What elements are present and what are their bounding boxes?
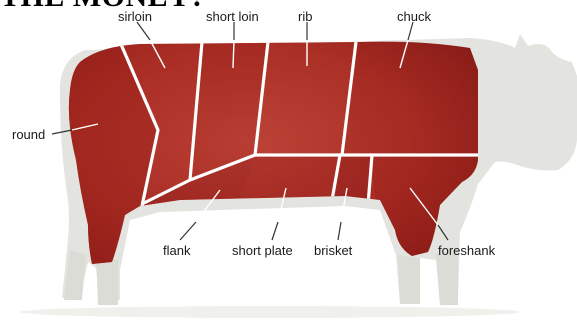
label-chuck: chuck <box>397 10 431 23</box>
label-flank: flank <box>163 244 190 257</box>
label-short-plate: short plate <box>232 244 293 257</box>
label-foreshank: foreshank <box>438 244 495 257</box>
label-short-loin: short loin <box>206 10 259 23</box>
label-round: round <box>12 128 45 141</box>
cow-leg-right-back <box>96 258 118 305</box>
cut-short-plate <box>240 155 340 200</box>
ground-shadow <box>20 306 520 318</box>
cut-rib <box>255 42 356 155</box>
leader-short-plate <box>272 222 278 240</box>
label-sirloin: sirloin <box>118 10 152 23</box>
label-rib: rib <box>298 10 312 23</box>
cow-leg-left-front <box>398 255 420 304</box>
cow-leg-right-front <box>436 250 458 305</box>
label-brisket: brisket <box>314 244 352 257</box>
leader-brisket <box>338 222 341 240</box>
leader-sirloin <box>137 22 150 40</box>
leader-flank <box>180 222 196 240</box>
leader-chuck <box>408 22 413 40</box>
cut-chuck <box>342 42 490 155</box>
leader-short-loin-in <box>233 40 234 68</box>
